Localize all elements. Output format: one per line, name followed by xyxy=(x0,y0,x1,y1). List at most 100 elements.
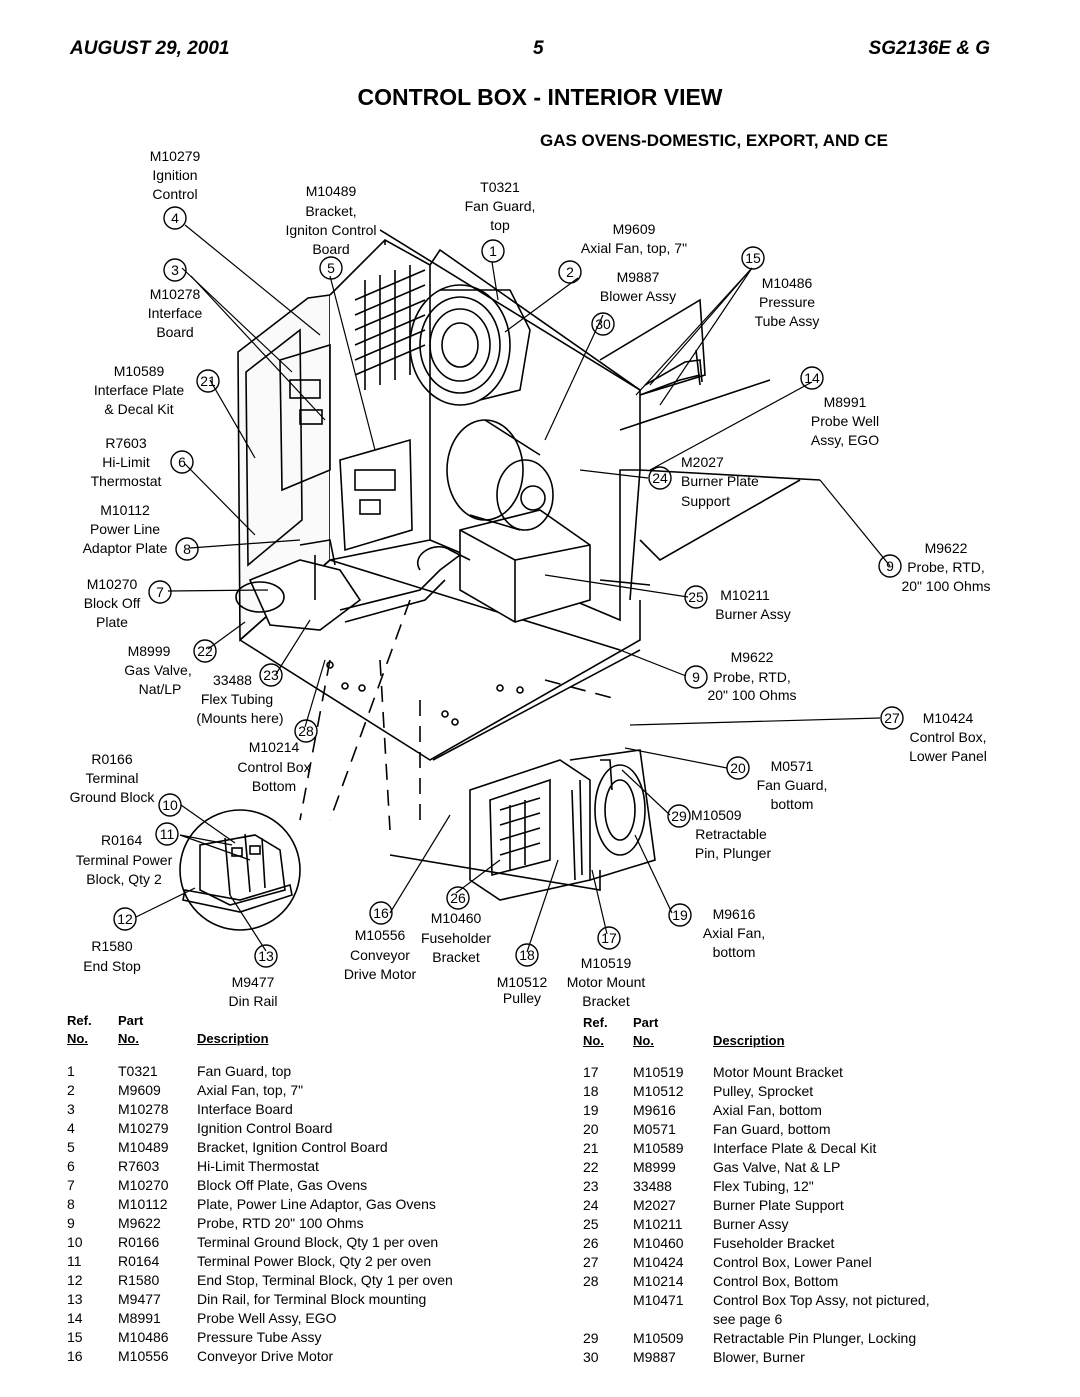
label-21-line2: Interface Plate xyxy=(94,382,184,398)
label-28-line2: Control Box xyxy=(237,759,310,775)
label-13-line2: Din Rail xyxy=(228,993,277,1009)
exploded-diagram: 4 3 5 1 2 30 15 14 24 21 6 8 7 22 23 28 … xyxy=(70,148,991,1009)
label-11-line3: Block, Qty 2 xyxy=(86,871,162,887)
ref-cell: 30 xyxy=(583,1349,599,1365)
svg-text:14: 14 xyxy=(804,370,820,386)
part-number-cell: M10270 xyxy=(118,1177,169,1193)
label-3-line1: M10278 xyxy=(150,286,201,302)
left-ref-header: Ref. No. xyxy=(67,1012,92,1048)
part-number-cell: M9622 xyxy=(118,1215,161,1231)
label-7-line3: Plate xyxy=(96,614,128,630)
label-8-line2: Power Line xyxy=(90,521,160,537)
label-10-line2: Terminal xyxy=(86,770,139,786)
part-number-cell: R0166 xyxy=(118,1234,160,1250)
label-26-line1: M10460 xyxy=(431,910,482,926)
label-25-line1: M10211 xyxy=(720,587,770,603)
right-ref-header: Ref. No. xyxy=(583,1014,608,1050)
label-28-line3: Bottom xyxy=(252,778,296,794)
svg-text:4: 4 xyxy=(171,210,179,226)
right-description-header-text: Description xyxy=(713,1033,785,1048)
ref-cell: 11 xyxy=(67,1253,82,1269)
svg-text:15: 15 xyxy=(745,250,761,266)
description-cell: Retractable Pin Plunger, Locking xyxy=(713,1330,917,1346)
part-number-cell: M8991 xyxy=(118,1310,161,1326)
part-number-cell: R7603 xyxy=(118,1158,160,1174)
svg-text:2: 2 xyxy=(566,264,574,280)
label-24-line2: Burner Plate xyxy=(681,473,759,489)
svg-text:12: 12 xyxy=(117,911,133,927)
callout-labels: M10279 Ignition Control M10489 Bracket, … xyxy=(70,148,991,1009)
right-ref-header-top: Ref. xyxy=(583,1015,608,1030)
ref-cell: 17 xyxy=(583,1064,599,1080)
part-number-cell: M9477 xyxy=(118,1291,161,1307)
part-number-cell: M10509 xyxy=(633,1330,684,1346)
ref-cell: 12 xyxy=(67,1272,83,1288)
label-5-line2: Bracket, xyxy=(305,203,356,219)
description-cell: Fan Guard, top xyxy=(197,1063,292,1079)
label-13-line1: M9477 xyxy=(232,974,275,990)
svg-text:6: 6 xyxy=(178,454,186,470)
part-number-cell: M10471 xyxy=(633,1292,684,1308)
description-cell: Probe, RTD 20" 100 Ohms xyxy=(197,1215,364,1231)
label-5-line4: Board xyxy=(312,241,349,257)
label-20-line2: Fan Guard, xyxy=(757,777,828,793)
left-ref-header-top: Ref. xyxy=(67,1013,92,1028)
page-subtitle: GAS OVENS-DOMESTIC, EXPORT, AND CE xyxy=(540,131,888,150)
description-cell: Burner Plate Support xyxy=(713,1197,844,1213)
label-6-line3: Thermostat xyxy=(91,473,162,489)
label-10-line1: R0166 xyxy=(91,751,132,767)
label-22-line2: Gas Valve, xyxy=(124,662,191,678)
label-18-line2: Pulley xyxy=(503,990,541,1006)
label-5-line3: Igniton Control xyxy=(285,222,376,238)
svg-text:22: 22 xyxy=(197,643,213,659)
label-3-line2: Interface xyxy=(148,305,203,321)
header-model: SG2136E & G xyxy=(868,38,990,59)
description-cell: Din Rail, for Terminal Block mounting xyxy=(197,1291,427,1307)
svg-text:19: 19 xyxy=(672,907,688,923)
description-cell: Gas Valve, Nat & LP xyxy=(713,1159,841,1175)
description-cell: Terminal Ground Block, Qty 1 per oven xyxy=(197,1234,439,1250)
ref-cell: 5 xyxy=(67,1139,75,1155)
right-ref-header-bottom: No. xyxy=(583,1033,604,1048)
label-20-line1: M0571 xyxy=(771,758,814,774)
svg-text:5: 5 xyxy=(327,260,335,276)
label-1-line2: Fan Guard, xyxy=(465,198,536,214)
left-ref-header-bottom: No. xyxy=(67,1031,88,1046)
header-date: AUGUST 29, 2001 xyxy=(70,38,230,59)
right-part-header-top: Part xyxy=(633,1015,659,1030)
label-30-line1: M9887 xyxy=(617,269,660,285)
label-22-line3: Nat/LP xyxy=(139,681,182,697)
label-12-line2: End Stop xyxy=(83,958,141,974)
label-8-line3: Adaptor Plate xyxy=(83,540,168,556)
label-5-line1: M10489 xyxy=(306,183,357,199)
ref-cell: 1 xyxy=(67,1063,75,1079)
ref-cell: 13 xyxy=(67,1291,83,1307)
svg-text:1: 1 xyxy=(489,243,497,259)
description-cell: Motor Mount Bracket xyxy=(713,1064,843,1080)
svg-text:21: 21 xyxy=(200,373,216,389)
label-15-line2: Pressure xyxy=(759,294,815,310)
description-cell: Probe Well Assy, EGO xyxy=(197,1310,337,1326)
description-cell: Interface Board xyxy=(197,1101,293,1117)
label-1-line3: top xyxy=(490,217,510,233)
label-19-line3: bottom xyxy=(713,944,756,960)
control-box-drawing xyxy=(179,229,821,931)
right-part-header-bottom: No. xyxy=(633,1033,654,1048)
label-7-line2: Block Off xyxy=(84,595,141,611)
label-18-line1: M10512 xyxy=(497,974,548,990)
